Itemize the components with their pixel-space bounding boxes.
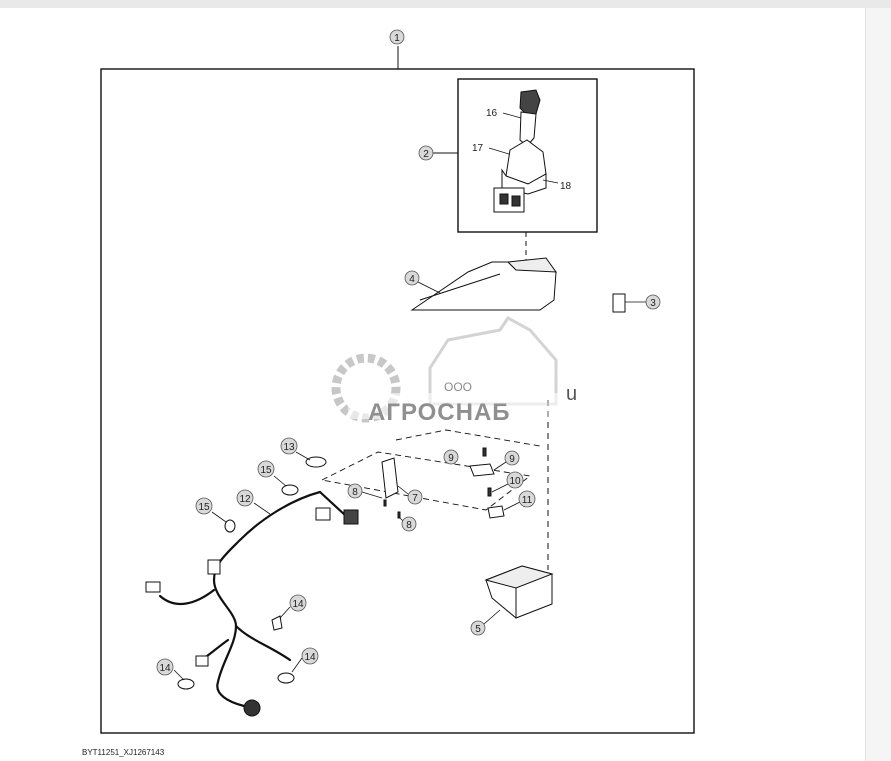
leader-line-15a <box>273 475 287 487</box>
callout-5-label: 5 <box>475 624 481 635</box>
tray-drawing <box>484 565 554 619</box>
watermark-name: АГРОСНАБ <box>368 399 511 426</box>
callout-16-label: 16 <box>486 108 498 119</box>
callout-13: 13 <box>280 437 298 455</box>
callout-10-label: 10 <box>509 476 521 487</box>
callout-8b-label: 8 <box>406 520 412 531</box>
leader-line-4 <box>417 281 441 294</box>
wiring-harness <box>158 490 348 708</box>
callout-8a: 8 <box>347 483 363 499</box>
callout-15a-label: 15 <box>260 465 272 476</box>
leader-line-11 <box>503 501 521 511</box>
leader-line-16 <box>502 112 522 119</box>
leader-line-8a <box>361 491 383 499</box>
callout-14a-label: 14 <box>292 599 304 610</box>
watermark-trailing-letter: u <box>566 383 577 405</box>
leader-line-15b <box>211 511 227 523</box>
callout-8b: 8 <box>401 516 417 532</box>
bracket-hardware <box>381 447 505 519</box>
leader-line-14a <box>279 606 291 619</box>
callout-9a-label: 9 <box>448 453 454 464</box>
leader-line-17 <box>488 147 510 155</box>
leader-line-10 <box>491 483 509 493</box>
leader-line-18 <box>542 179 559 184</box>
leader-line-5 <box>483 609 501 625</box>
callout-18-label: 18 <box>560 181 572 192</box>
leader-line-12 <box>253 502 271 515</box>
callout-14c: 14 <box>156 658 174 676</box>
harness-clips <box>177 456 327 690</box>
callout-3: 3 <box>645 294 661 310</box>
callout-1: 1 <box>389 29 405 45</box>
leader-line-9 <box>493 461 507 471</box>
callout-9a: 9 <box>443 449 459 465</box>
harness-connectors <box>145 507 359 717</box>
joystick-drawing <box>493 89 547 213</box>
callout-4: 4 <box>404 270 420 286</box>
watermark-logo <box>331 316 568 423</box>
reference-code: BYT11251_XJ1267143 <box>82 748 165 757</box>
console-drawing <box>410 257 558 311</box>
callout-5: 5 <box>470 620 486 636</box>
label-tag-3 <box>612 293 626 313</box>
callout-14b: 14 <box>301 647 319 665</box>
callout-12-label: 12 <box>239 494 251 505</box>
callout-14a: 14 <box>289 594 307 612</box>
leader-line-14b <box>291 657 303 673</box>
scrollbar-track[interactable] <box>865 8 891 761</box>
callout-12: 12 <box>236 489 254 507</box>
callout-17-label: 17 <box>472 143 484 154</box>
callout-9b: 9 <box>504 450 520 466</box>
callout-4-label: 4 <box>409 274 415 285</box>
callout-14c-label: 14 <box>159 663 171 674</box>
callout-13-label: 13 <box>283 442 295 453</box>
watermark-prefix: ООО <box>444 380 472 394</box>
callout-2-label: 2 <box>423 149 429 160</box>
callout-15b: 15 <box>195 497 213 515</box>
callout-8a-label: 8 <box>352 487 358 498</box>
callout-15b-label: 15 <box>198 502 210 513</box>
callout-15a: 15 <box>257 460 275 478</box>
callout-14b-label: 14 <box>304 652 316 663</box>
callout-9b-label: 9 <box>509 454 515 465</box>
top-edge-bar <box>0 0 891 8</box>
diagram-sheet <box>0 8 865 761</box>
callout-11-label: 11 <box>522 495 533 506</box>
callout-2: 2 <box>418 145 434 161</box>
callout-10: 10 <box>506 471 524 489</box>
callout-11: 11 <box>518 490 536 508</box>
mounting-outline <box>321 429 541 511</box>
joystick-detail-box <box>457 78 598 233</box>
leader-line-14c <box>173 669 185 681</box>
callout-1-label: 1 <box>394 33 400 44</box>
callout-7: 7 <box>407 489 423 505</box>
callout-7-label: 7 <box>412 493 418 504</box>
leader-line-13 <box>295 451 311 461</box>
callout-3-label: 3 <box>650 298 656 309</box>
leader-line-7 <box>397 485 409 495</box>
